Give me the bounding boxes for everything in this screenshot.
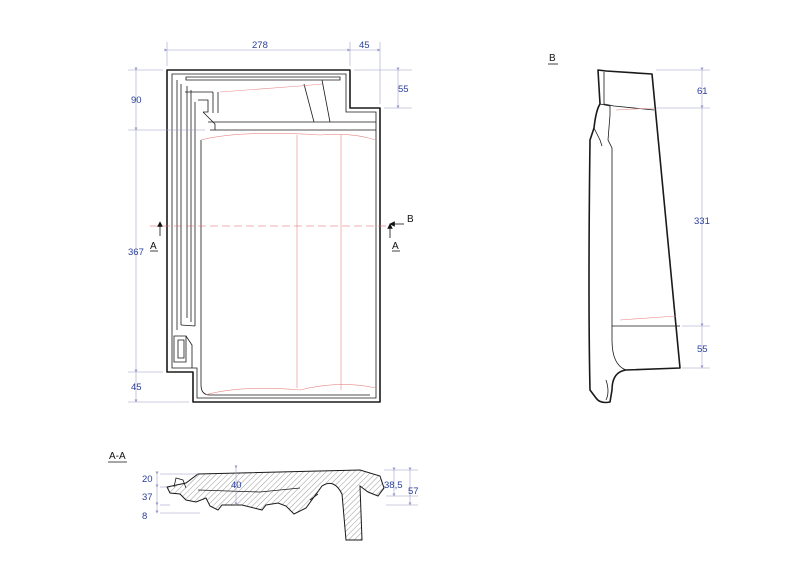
section-dim-middle: 40 <box>231 480 242 491</box>
section-a-a: A-A 20 37 8 40 38,5 57 <box>108 451 419 541</box>
view-b-title: B <box>549 53 556 64</box>
dim-notch-width: 45 <box>359 40 370 51</box>
view-b: B 61 331 55 <box>548 53 710 404</box>
plan-outline <box>166 69 381 403</box>
view-b-outline <box>588 69 681 404</box>
dim-notch-height: 55 <box>398 84 409 95</box>
section-dim-left-bottom: 8 <box>142 511 147 522</box>
dim-top-band: 90 <box>131 95 142 106</box>
dim-width: 278 <box>252 40 268 51</box>
section-marker-right: A <box>392 241 399 252</box>
section-dim-right-a: 38,5 <box>384 480 403 491</box>
view-b-dim-middle: 331 <box>694 216 710 227</box>
dim-main-length: 367 <box>128 247 144 258</box>
section-dim-left-mid: 37 <box>142 492 153 503</box>
section-dim-right-b: 57 <box>408 486 419 497</box>
section-a-a-title: A-A <box>109 451 126 462</box>
section-marker-left: A <box>150 241 157 252</box>
section-profile <box>166 469 385 541</box>
section-dim-left-top: 20 <box>142 474 153 485</box>
view-b-dim-bottom: 55 <box>697 344 708 355</box>
plan-view: A A B 278 45 55 90 367 45 <box>128 40 414 403</box>
dim-bottom-band: 45 <box>131 382 142 393</box>
view-arrow-marker: B <box>407 214 414 225</box>
view-b-dim-top: 61 <box>697 86 708 97</box>
